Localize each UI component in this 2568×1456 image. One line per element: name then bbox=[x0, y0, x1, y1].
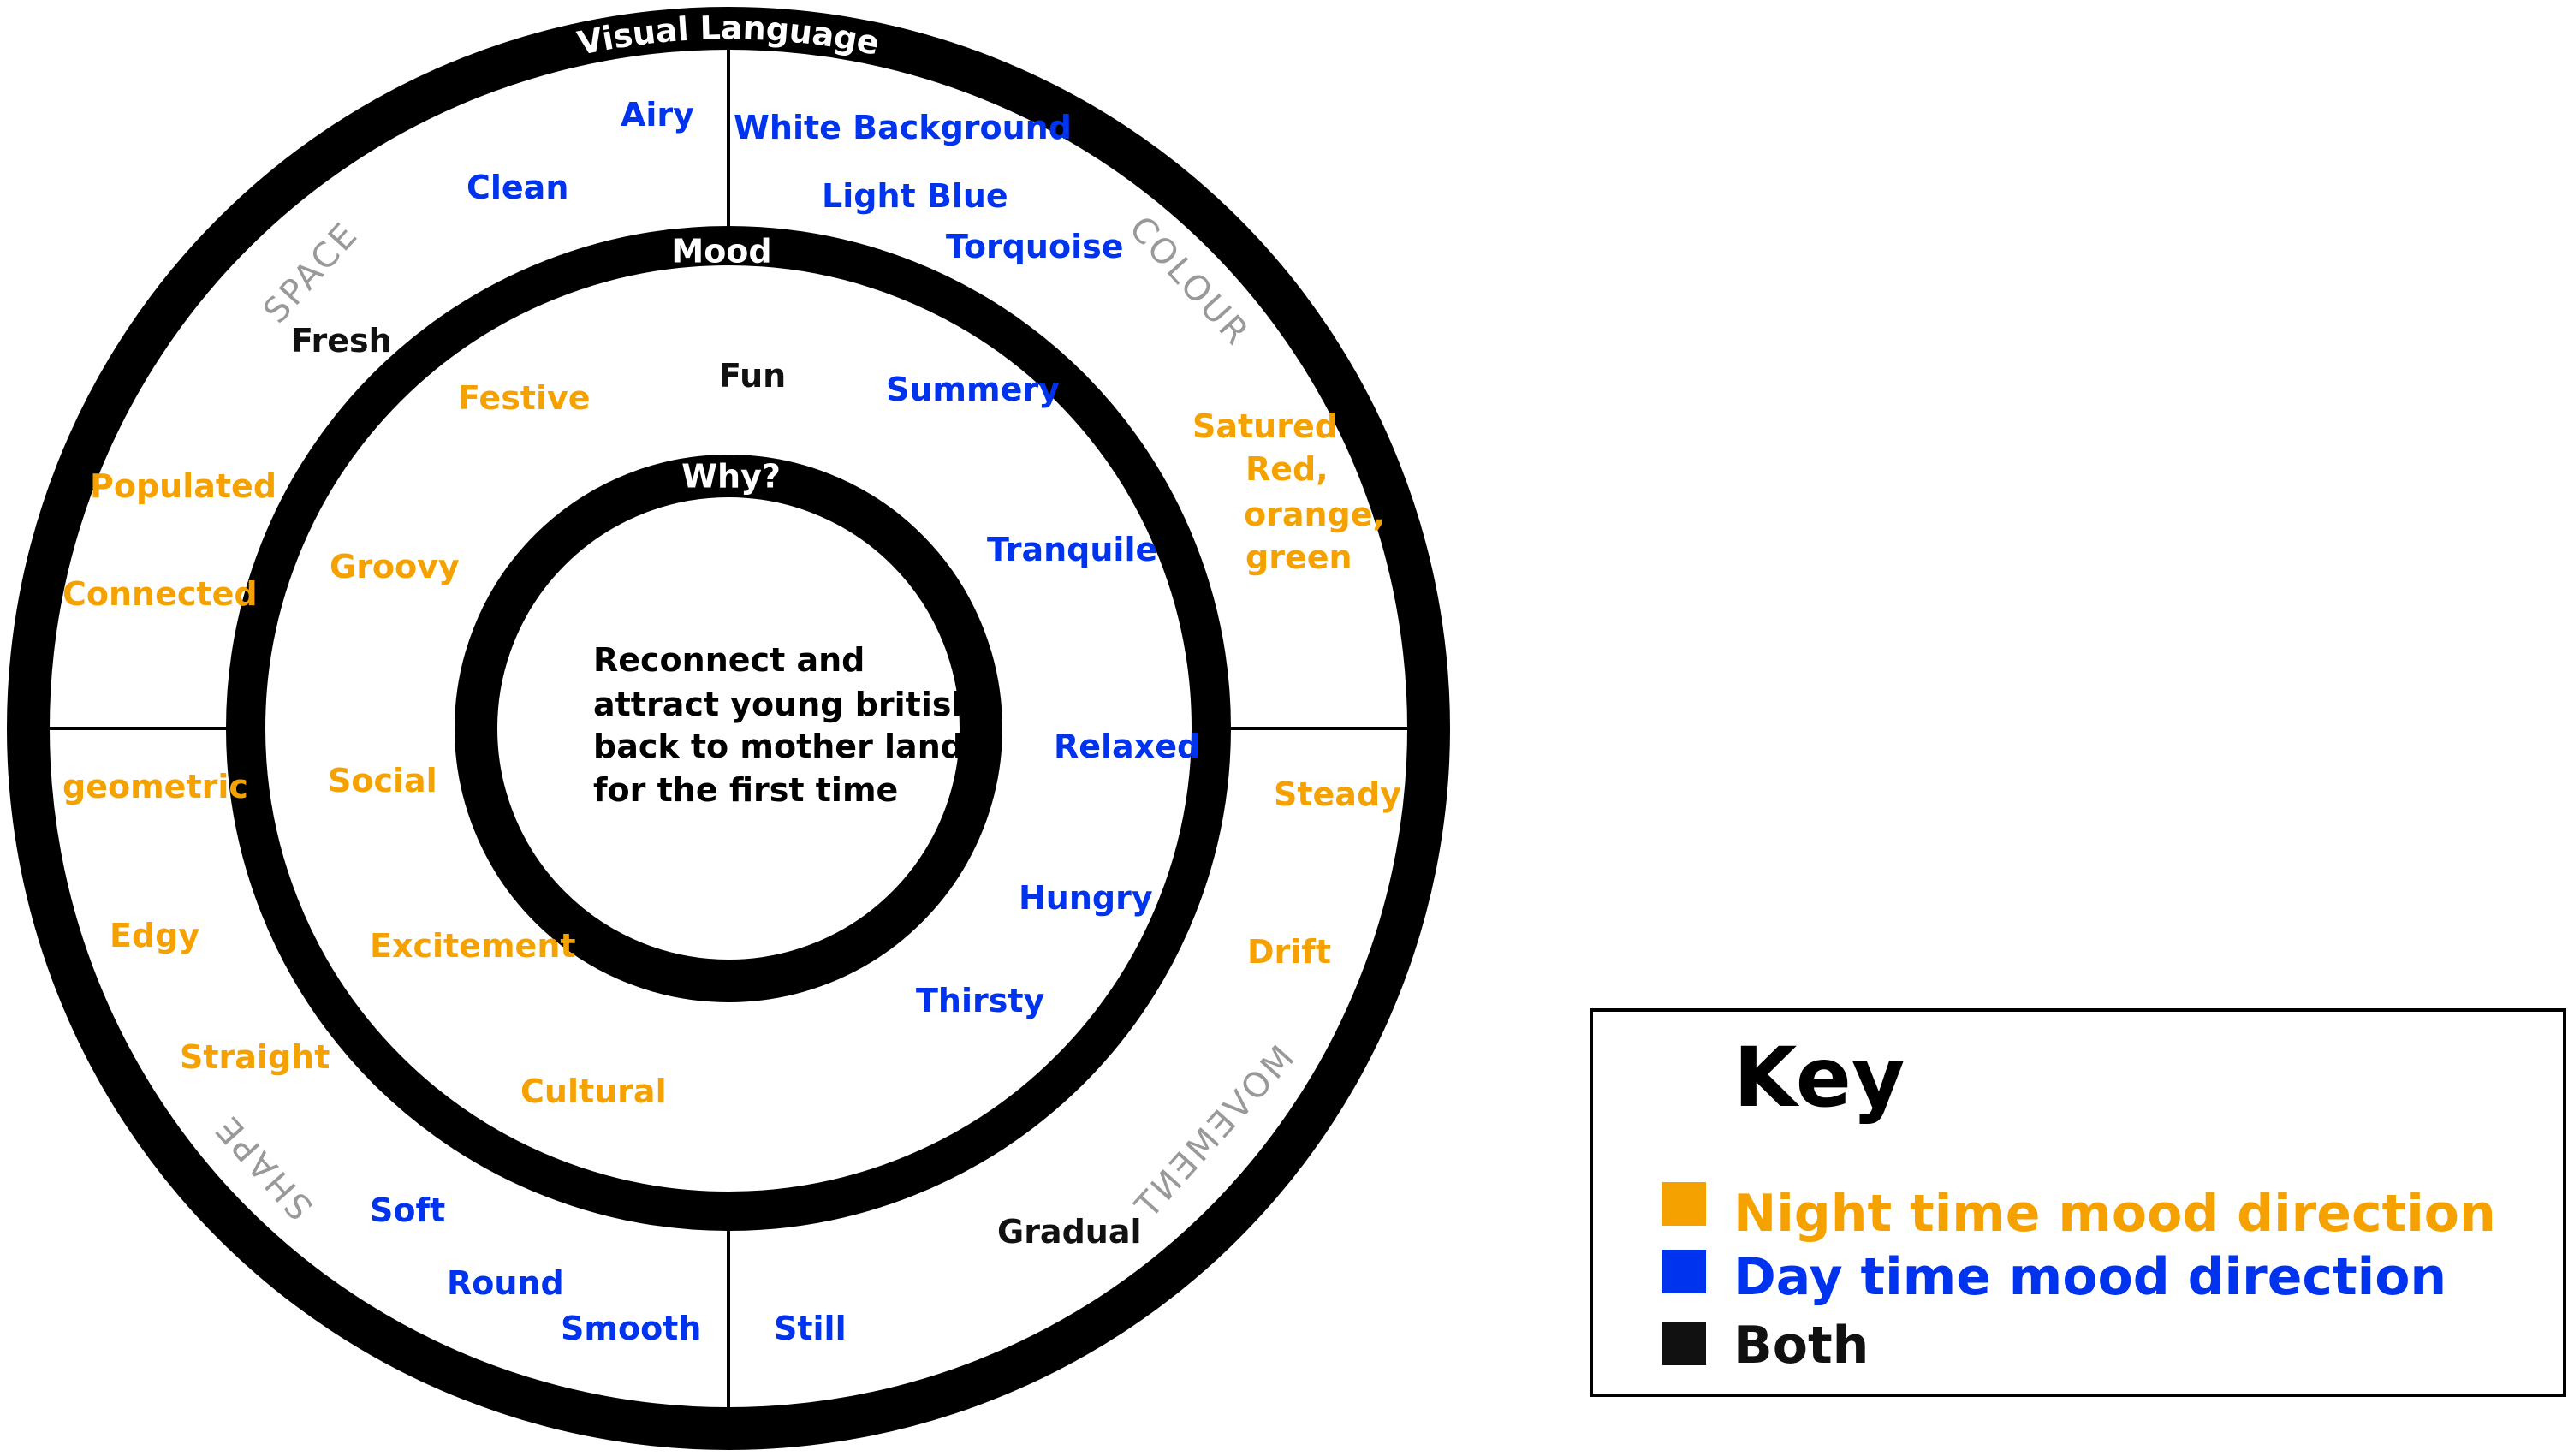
word-excitement: Excitement bbox=[370, 927, 576, 965]
word-smooth: Smooth bbox=[561, 1310, 701, 1347]
word-light-blue: Light Blue bbox=[822, 177, 1008, 215]
key-label-both: Both bbox=[1733, 1316, 1869, 1376]
word-tranquile: Tranquile bbox=[987, 531, 1157, 568]
word-drift: Drift bbox=[1247, 933, 1331, 971]
word-steady: Steady bbox=[1274, 776, 1401, 813]
key-swatch-day bbox=[1662, 1250, 1706, 1293]
word-summery: Summery bbox=[886, 371, 1060, 408]
word-satured: Satured bbox=[1192, 407, 1338, 445]
word-green: green bbox=[1245, 538, 1352, 576]
key-box bbox=[1590, 1008, 2566, 1397]
word-populated: Populated bbox=[90, 467, 276, 505]
inner-ring bbox=[455, 455, 1002, 1002]
middle-ring-title: Mood bbox=[671, 233, 771, 270]
key-title: Key bbox=[1733, 1030, 1905, 1126]
word-hungry: Hungry bbox=[1019, 879, 1153, 917]
word-gradual: Gradual bbox=[997, 1213, 1142, 1251]
center-line-2: attract young british bbox=[593, 686, 975, 723]
word-clean: Clean bbox=[467, 169, 568, 206]
word-relaxed: Relaxed bbox=[1054, 728, 1200, 765]
key-swatch-night bbox=[1662, 1182, 1706, 1226]
word-social: Social bbox=[328, 762, 437, 799]
key-label-day: Day time mood direction bbox=[1733, 1247, 2446, 1307]
center-line-1: Reconnect and bbox=[593, 641, 865, 679]
word-connected: Connected bbox=[62, 575, 258, 613]
word-soft: Soft bbox=[370, 1192, 445, 1229]
key-label-night: Night time mood direction bbox=[1733, 1184, 2496, 1244]
word-round: Round bbox=[447, 1264, 564, 1302]
key-swatch-both bbox=[1662, 1322, 1706, 1365]
section-label-space: SPACE bbox=[256, 215, 366, 331]
middle-ring bbox=[226, 226, 1231, 1231]
word-red: Red, bbox=[1245, 450, 1329, 488]
word-festive: Festive bbox=[458, 379, 591, 417]
word-geometric: geometric bbox=[62, 768, 248, 805]
word-still: Still bbox=[774, 1310, 847, 1347]
word-cultural: Cultural bbox=[520, 1073, 667, 1110]
center-line-4: for the first time bbox=[593, 771, 898, 809]
word-airy: Airy bbox=[621, 96, 694, 134]
word-orange: orange, bbox=[1244, 496, 1385, 533]
word-torquoise: Torquoise bbox=[946, 228, 1124, 265]
inner-ring-title: Why? bbox=[681, 458, 781, 496]
word-straight: Straight bbox=[180, 1038, 330, 1076]
center-line-3: back to mother land bbox=[593, 728, 964, 765]
word-white-background: White Background bbox=[734, 109, 1072, 146]
outer-ring bbox=[7, 7, 1450, 1450]
word-edgy: Edgy bbox=[110, 917, 199, 954]
word-groovy: Groovy bbox=[330, 548, 460, 585]
word-fun: Fun bbox=[719, 357, 786, 395]
word-fresh: Fresh bbox=[291, 322, 392, 360]
word-thirsty: Thirsty bbox=[916, 982, 1045, 1019]
